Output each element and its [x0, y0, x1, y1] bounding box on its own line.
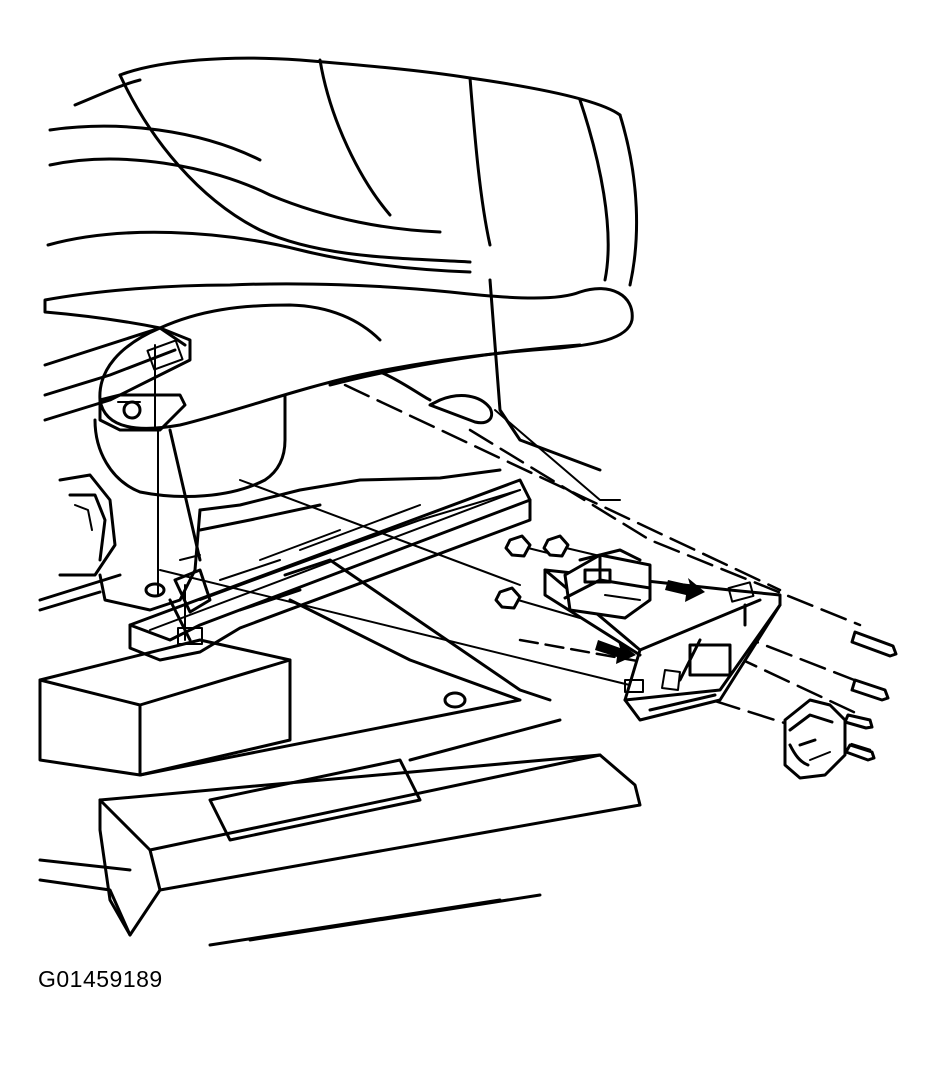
- arrow-upper: [665, 578, 705, 602]
- airbag-module: [563, 548, 652, 620]
- seat-cushion: [43, 282, 634, 498]
- side-guide-lines: [428, 278, 621, 501]
- arrow-lower: [595, 640, 636, 664]
- fasteners-right: [843, 630, 898, 762]
- fasteners-left: [494, 534, 601, 619]
- connector-component: [783, 698, 847, 780]
- direction-arrows: [595, 578, 705, 664]
- seat-frame: [38, 326, 642, 947]
- seat-guide-lines: [154, 344, 201, 641]
- figure-code-label: G01459189: [38, 966, 163, 992]
- seat-back: [46, 56, 639, 287]
